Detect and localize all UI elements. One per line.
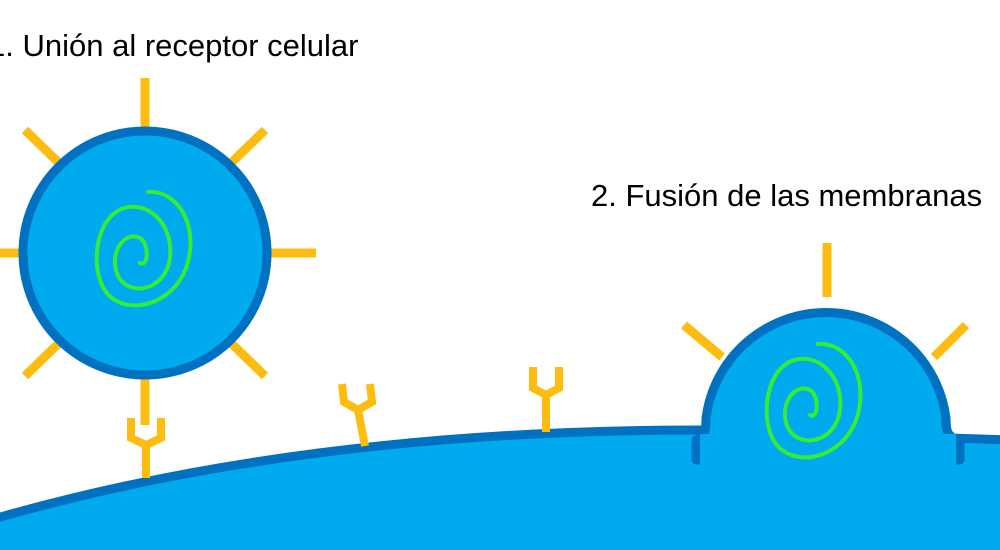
virus-icon xyxy=(681,243,970,474)
rna-genome-icon xyxy=(764,341,863,460)
step1-label: 1. Unión al receptor celular xyxy=(0,28,359,63)
virus-icon xyxy=(0,78,316,425)
receptor-icon xyxy=(338,383,377,447)
fused-envelope xyxy=(691,308,965,465)
receptor-icon xyxy=(529,367,563,432)
step2-label: 2. Fusión de las membranas xyxy=(591,178,983,213)
receptor-icon xyxy=(127,418,165,478)
rna-genome-icon xyxy=(94,189,193,308)
